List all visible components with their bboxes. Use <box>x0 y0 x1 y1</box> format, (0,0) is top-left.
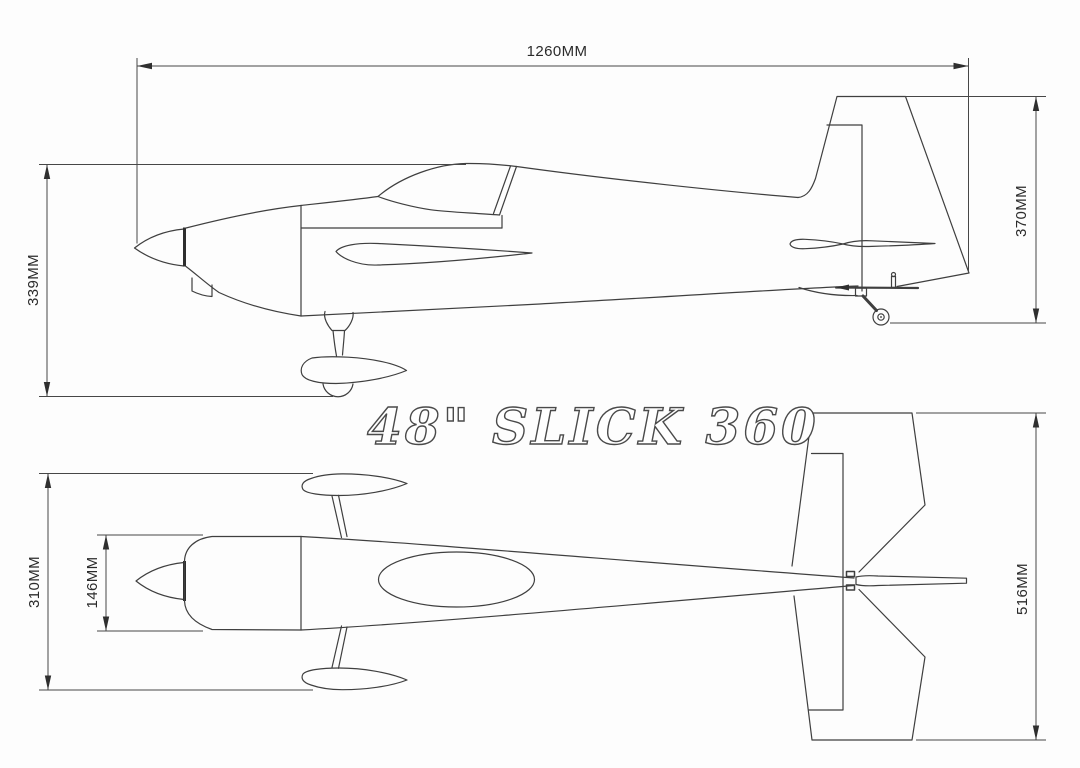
tailwheel-tire <box>872 308 890 326</box>
top-view <box>135 412 968 741</box>
dim-gear-track: 310MM <box>26 473 313 691</box>
wheel-pant-lower-top-view <box>301 667 408 691</box>
wheel-pant-upper-top-view <box>301 473 408 497</box>
dim-fin-height: 370MM <box>890 96 1046 324</box>
turtledeck-line <box>515 165 799 199</box>
dim-label-fuselage-height: 339MM <box>25 254 42 306</box>
spinner-top <box>135 561 185 601</box>
arrowhead-bottom <box>1032 725 1040 740</box>
tail-joiner-upper <box>845 570 856 578</box>
dim-label-cowl-width: 146MM <box>84 556 101 608</box>
arrowhead-top <box>1032 96 1040 111</box>
cowl-bottom-line <box>185 265 302 317</box>
main-wheel <box>322 383 354 398</box>
gear-strut-upper-top-view <box>331 494 348 539</box>
arrowhead-bottom <box>1032 308 1040 323</box>
dim-cowl-width: 146MM <box>84 534 203 632</box>
dim-fuselage-height: 339MM <box>25 164 466 397</box>
rudder-hinge-line <box>826 124 863 292</box>
tail-joiner-lower <box>845 584 856 591</box>
tailwheel-strut <box>861 294 878 312</box>
stab-airfoil <box>789 238 844 250</box>
gear-strut-lower-top-view <box>331 625 348 669</box>
canopy-top-view <box>377 551 536 608</box>
cowl-scoop <box>191 277 213 298</box>
dim-stab-span: 516MM <box>916 412 1046 741</box>
dimensions: 1260MM 339MM 370MM 310MM <box>25 43 1046 741</box>
arrowhead-top <box>44 473 52 488</box>
tailwheel-pin <box>890 275 897 289</box>
gear-fairing <box>323 310 354 332</box>
tailwheel-assembly <box>798 271 920 326</box>
dim-overall-length: 1260MM <box>136 43 969 272</box>
elevator-airfoil <box>842 240 936 248</box>
dim-label-overall-length: 1260MM <box>527 43 588 60</box>
cowl-top-view-outline <box>183 535 302 631</box>
wing-root-airfoil <box>335 242 533 266</box>
arrowhead-top <box>43 164 51 179</box>
fuselage-bottom-line <box>300 285 859 317</box>
tailwheel-tiller-bar <box>834 286 920 290</box>
elevator-hinge-line <box>808 452 844 711</box>
spinner-side <box>133 228 185 267</box>
canopy-frame-line <box>492 165 512 215</box>
arrowhead-bottom <box>102 616 110 631</box>
fuselage-side-lower <box>300 584 855 631</box>
dim-label-stab-span: 516MM <box>1014 563 1031 615</box>
arrowhead-top <box>102 535 110 550</box>
arrowhead-bottom <box>44 675 52 690</box>
fuselage-side-upper <box>300 535 855 579</box>
rudder-top-view <box>855 575 968 587</box>
arrowhead-top <box>1032 413 1040 428</box>
tailwheel-pin-knob <box>890 271 897 278</box>
wheel-pant-side <box>300 356 408 385</box>
fin-rudder-outline <box>797 95 970 288</box>
arrowhead-bottom <box>43 382 51 397</box>
tiller-arrowhead <box>836 284 849 291</box>
arrowhead-right <box>953 62 969 70</box>
tailwheel-bracket <box>854 287 868 297</box>
fuselage-top-line <box>300 195 379 207</box>
drawing-title: 48" SLICK 360 <box>367 397 819 456</box>
tailwheel-spring <box>798 286 858 297</box>
cowl-top-line <box>185 204 302 229</box>
side-view <box>133 95 970 398</box>
arrowhead-left <box>137 62 152 70</box>
dim-label-gear-track: 310MM <box>26 556 43 608</box>
tailwheel-axle <box>880 316 882 318</box>
tailwheel-hub <box>877 313 885 321</box>
dim-label-fin-height: 370MM <box>1013 185 1030 237</box>
stab-upper-outline <box>791 412 926 573</box>
gear-strut-side <box>332 329 346 357</box>
stab-lower-outline <box>793 588 926 741</box>
